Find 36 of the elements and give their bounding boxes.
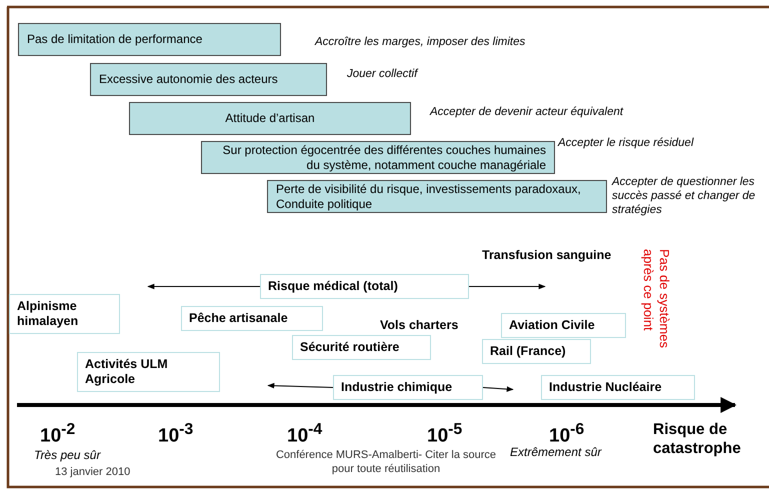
remedy-note: Jouer collectif	[347, 67, 418, 81]
activity-box: Activités ULM Agricole	[77, 352, 220, 392]
arrow	[147, 284, 260, 290]
arrow	[267, 382, 334, 388]
activity-box: Industrie chimique	[333, 375, 483, 400]
cause-box: Pas de limitation de performance	[18, 23, 281, 56]
activity-box: Risque médical (total)	[260, 274, 469, 299]
tick-label: 10$^{-6}$	[549, 421, 584, 447]
remedy-note: Accepter de questionner les succès passé et changer de stratégies	[612, 175, 756, 217]
scale-note: Très peu sûr	[34, 448, 100, 462]
remedy-note: Accepter le risque résiduel	[558, 136, 694, 150]
activity-box: Rail (France)	[482, 339, 591, 364]
activity-label: Transfusion sanguine	[482, 248, 612, 262]
cause-box: Perte de visibilité du risque, investissements paradoxaux, Conduite politique	[267, 180, 607, 213]
cause-box: Excessive autonomie des acteurs	[90, 63, 327, 96]
activity-box: Alpinisme himalayen	[9, 294, 120, 334]
arrow	[468, 284, 546, 290]
tick-label: 10$^{-5}$	[427, 421, 462, 448]
limit-note: Pas de systèmes après ce point	[640, 249, 672, 350]
axis-title: Risque de catastrophe	[653, 420, 742, 458]
footer-note: Conférence MURS-Amalberti- Citer la source pour toute réutilisation	[274, 448, 498, 476]
activity-label: Vols charters	[380, 318, 458, 332]
remedy-note: Accepter de devenir acteur équivalent	[430, 105, 624, 119]
activity-box: Pêche artisanale	[181, 306, 323, 331]
remedy-note: Accroître les marges, imposer des limites	[315, 36, 526, 48]
tick-label: 10$^{-3}$	[158, 421, 194, 448]
activity-box: Sécurité routière	[292, 335, 431, 360]
footer-date: 13 janvier 2010	[55, 466, 130, 478]
tick-label: 10$^{-4}$	[287, 421, 322, 448]
arrow	[482, 386, 514, 392]
scale-note: Extrêmement sûr	[510, 445, 602, 459]
cause-box: Attitude d’artisan	[129, 102, 411, 135]
cause-box: Sur protection égocentrée des différentes couches humaines du système, notamment couche managériale	[201, 141, 555, 174]
activity-box: Aviation Civile	[501, 313, 626, 338]
tick-label: 10$^{-2}$	[40, 421, 76, 448]
activity-box: Industrie Nucléaire	[541, 375, 695, 400]
